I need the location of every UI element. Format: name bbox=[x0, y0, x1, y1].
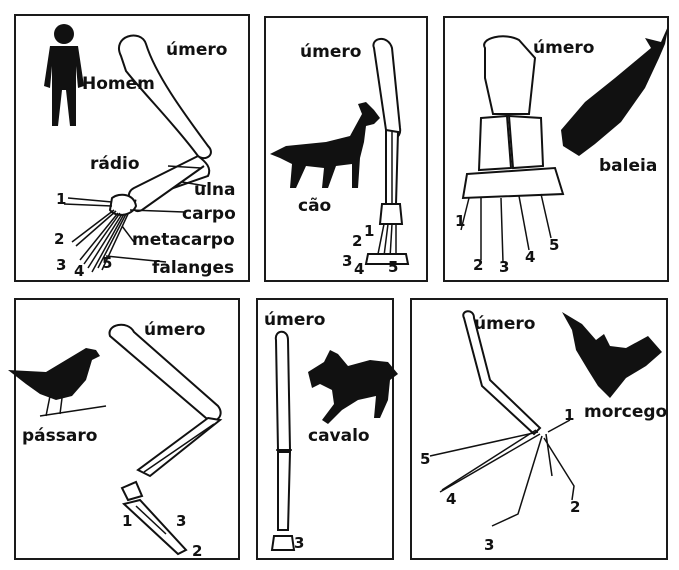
digit-1: 1 bbox=[56, 192, 66, 207]
digit-1: 1 bbox=[564, 408, 574, 423]
digit-4: 4 bbox=[354, 262, 364, 277]
label-radio: rádio bbox=[90, 156, 140, 173]
digit-4: 4 bbox=[525, 250, 535, 265]
digit-2: 2 bbox=[54, 232, 64, 247]
label-carpo: carpo bbox=[182, 206, 236, 223]
digit-1: 1 bbox=[122, 514, 132, 529]
animal-name: Homem bbox=[82, 76, 155, 93]
label-umero: úmero bbox=[533, 40, 594, 57]
digit-5: 5 bbox=[549, 238, 559, 253]
panel-baleia: úmero baleia 1 2 3 4 5 bbox=[443, 16, 669, 282]
digit-2: 2 bbox=[192, 544, 202, 559]
bat-wing-diagram bbox=[412, 300, 670, 562]
horse-silhouette-icon bbox=[308, 350, 398, 424]
label-falanges: falanges bbox=[152, 260, 234, 277]
label-umero: úmero bbox=[264, 312, 325, 329]
bird-silhouette-icon bbox=[8, 348, 100, 400]
animal-name: cavalo bbox=[308, 428, 370, 445]
animal-name: pássaro bbox=[22, 428, 97, 445]
panel-morcego: úmero morcego 1 2 3 4 5 bbox=[410, 298, 668, 560]
digit-4: 4 bbox=[74, 264, 84, 279]
animal-name: morcego bbox=[584, 404, 667, 421]
digit-2: 2 bbox=[352, 234, 362, 249]
digit-3: 3 bbox=[56, 258, 66, 273]
digit-4: 4 bbox=[446, 492, 456, 507]
label-umero: úmero bbox=[144, 322, 205, 339]
human-silhouette-icon bbox=[44, 24, 84, 126]
digit-3: 3 bbox=[294, 536, 304, 551]
digit-2: 2 bbox=[570, 500, 580, 515]
dog-silhouette-icon bbox=[270, 102, 380, 188]
panel-passaro: úmero pássaro 1 3 2 bbox=[14, 298, 240, 560]
digit-5: 5 bbox=[388, 260, 398, 275]
panel-cao: úmero cão 1 2 3 4 5 bbox=[264, 16, 428, 282]
label-umero: úmero bbox=[474, 316, 535, 333]
label-umero: úmero bbox=[300, 44, 361, 61]
digit-3: 3 bbox=[484, 538, 494, 553]
bat-silhouette-icon bbox=[562, 312, 662, 398]
animal-name: cão bbox=[298, 198, 331, 215]
digit-3: 3 bbox=[342, 254, 352, 269]
animal-name: baleia bbox=[599, 158, 657, 175]
digit-3: 3 bbox=[176, 514, 186, 529]
label-ulna: ulna bbox=[194, 182, 236, 199]
digit-2: 2 bbox=[473, 258, 483, 273]
panel-cavalo: úmero cavalo 3 bbox=[256, 298, 394, 560]
digit-3: 3 bbox=[499, 260, 509, 275]
digit-1: 1 bbox=[364, 224, 374, 239]
digit-5: 5 bbox=[420, 452, 430, 467]
panel-homem: úmero Homem rádio ulna carpo metacarpo f… bbox=[14, 14, 250, 282]
label-umero: úmero bbox=[166, 42, 227, 59]
digit-1: 1 bbox=[455, 214, 465, 229]
digit-5: 5 bbox=[102, 256, 112, 271]
label-metacarpo: metacarpo bbox=[132, 232, 235, 249]
